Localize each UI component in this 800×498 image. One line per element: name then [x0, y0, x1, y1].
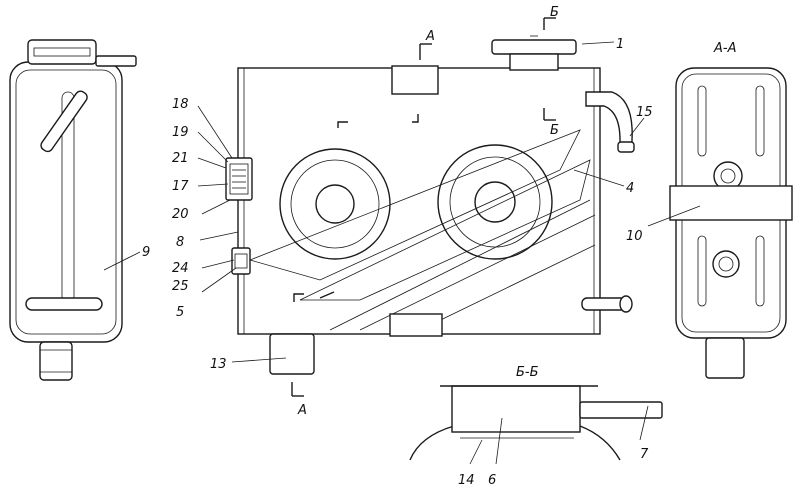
label-4: 4: [626, 181, 634, 196]
label-8: 8: [176, 235, 184, 250]
side-view-left: [9, 39, 137, 381]
filler-cap: [27, 39, 97, 65]
section-b-b: [409, 385, 663, 461]
section-a-a: [669, 67, 793, 379]
label-18: 18: [172, 97, 189, 112]
label-6: 6: [488, 473, 496, 488]
label-7: 7: [640, 447, 649, 462]
label-13: 13: [210, 357, 227, 372]
label-5: 5: [176, 305, 184, 320]
section-mark-b-mid: Б: [550, 123, 559, 138]
section-title-b-b: Б-Б: [516, 365, 539, 380]
label-20: 20: [172, 207, 189, 222]
label-14: 14: [458, 473, 475, 488]
section-title-a-a: А-А: [713, 41, 736, 56]
label-24: 24: [172, 261, 189, 276]
outlet-pipe-front: [269, 333, 315, 375]
label-9: 9: [142, 245, 150, 260]
section-mark-a-bottom: А: [297, 403, 307, 418]
label-19: 19: [172, 125, 189, 140]
label-1: 1: [616, 37, 624, 52]
inspection-port-left: [279, 148, 391, 260]
section-mark-a-top: А: [425, 29, 435, 44]
label-21: 21: [172, 151, 189, 166]
section-mark-b-top: Б: [550, 5, 559, 20]
label-15: 15: [636, 105, 653, 120]
part-labels: 1 4 5 6 7 8 9 10 13 14 15 17 18 19 20 21…: [142, 37, 653, 488]
front-view-main: [225, 17, 635, 397]
inspection-port-right: [437, 144, 553, 260]
mounting-strap: [669, 185, 793, 221]
section-labels: А-А Б-Б А А Б Б: [297, 5, 736, 418]
section-b-body: [451, 385, 581, 433]
label-25: 25: [172, 279, 189, 294]
label-10: 10: [626, 229, 643, 244]
leader-lines: [103, 41, 701, 465]
label-17: 17: [172, 179, 189, 194]
tank-body-front: [237, 67, 601, 335]
filler-cap-front: [491, 39, 577, 55]
outlet-pipe-side: [39, 341, 73, 381]
